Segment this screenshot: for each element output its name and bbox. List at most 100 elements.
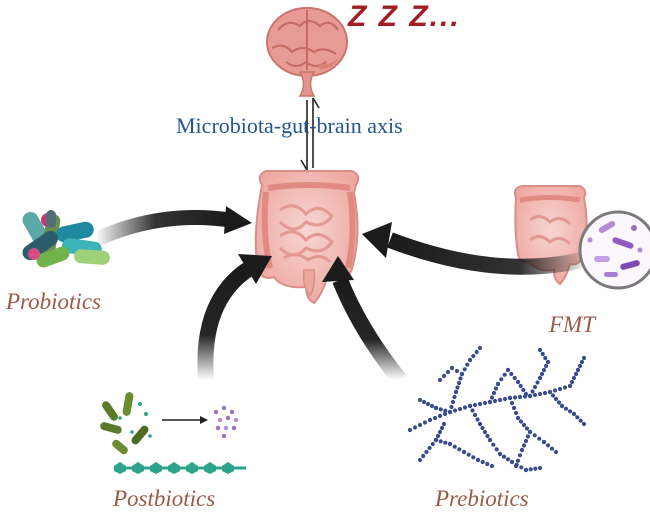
prebiotic-monomer-dot [471, 353, 476, 359]
prebiotic-monomer-dot [578, 418, 583, 423]
prebiotic-monomer-dot [552, 388, 558, 393]
prebiotic-monomer-dot [573, 371, 579, 377]
prebiotic-monomer-dot [487, 437, 493, 443]
prebiotic-monomer-dot [535, 380, 540, 385]
prebiotic-monomer-dot [482, 400, 488, 406]
prebiotic-monomer-dot [462, 405, 468, 410]
prebiotic-monomer-dot [452, 394, 457, 400]
prebiotic-monomer-dot [477, 421, 483, 427]
prebiotic-monomer-dot [429, 403, 435, 409]
prebiotic-monomer-dot [518, 383, 523, 389]
prebiotic-monomer-dot [505, 457, 511, 462]
prebiotic-monomer-dot [480, 459, 485, 465]
prebiotic-monomer-dot [521, 387, 526, 393]
postbiotics-arrow [197, 254, 272, 381]
prebiotic-monomer-dot [515, 415, 521, 421]
prebiotic-monomer-dot [549, 446, 555, 451]
prebiotic-monomer-dot [521, 443, 527, 448]
prebiotic-monomer-dot [501, 454, 507, 459]
prebiotic-monomer-dot [494, 447, 499, 452]
prebiotic-monomer-dot [505, 367, 511, 373]
prebiotic-monomer-dot [457, 406, 463, 412]
prebiotic-monomer-dot [491, 390, 497, 396]
prebiotic-monomer-dot [541, 439, 547, 445]
prebiotic-monomer-dot [571, 375, 577, 381]
axis-title: Microbiota-gut-brain axis [176, 113, 403, 138]
prebiotic-monomer-dot [532, 433, 537, 438]
prebiotic-monomer-dot [487, 399, 493, 405]
prebiotic-monomer-dot [482, 429, 488, 435]
prebiotic-monomer-dot [518, 419, 524, 424]
prebiotic-monomer-dot [502, 372, 507, 377]
prebiotic-monomer-dot [472, 402, 478, 408]
prebiotic-monomer-dot [542, 390, 548, 396]
prebiotic-monomer-dot [462, 367, 467, 372]
prebiotic-monomer-dot [509, 400, 515, 406]
prebiotic-monomer-dot [445, 369, 451, 375]
prebiotic-monomer-dot [441, 421, 447, 427]
prebiotic-monomer-dot [513, 410, 519, 416]
prebiotic-monomer-dot [449, 365, 455, 371]
prebiotic-monomer-dot [421, 453, 426, 459]
prebiotic-monomer-dot [492, 398, 498, 404]
prebiotic-monomer-dot [497, 451, 503, 457]
label-fmt: FMT [549, 312, 595, 337]
prebiotic-monomer-dot [537, 347, 543, 353]
prebiotics-polymer-icon [407, 345, 587, 473]
prebiotic-monomer-dot [532, 392, 538, 398]
prebiotic-monomer-dot [511, 405, 517, 411]
label-prebiotics: Prebiotics [435, 486, 529, 511]
prebiotic-monomer-dot [559, 403, 565, 409]
prebiotic-monomer-dot [540, 351, 545, 357]
prebiotic-monomer-dot [533, 466, 538, 471]
prebiotic-monomer-dot [447, 441, 453, 447]
prebiotic-monomer-dot [515, 458, 521, 463]
prebiotic-monomer-dot [517, 394, 523, 400]
prebiotic-monomer-dot [452, 444, 457, 449]
prebiotic-monomer-dot [530, 389, 535, 394]
prebiotic-monomer-dot [452, 408, 458, 413]
prebiotic-monomer-dot [553, 396, 559, 402]
brain-icon [266, 7, 348, 97]
prebiotic-monomer-dot [467, 357, 473, 363]
prebiotic-monomer-dot [433, 437, 439, 443]
prebiotic-monomer-dot [577, 363, 583, 369]
prebiotic-monomer-dot [417, 422, 423, 428]
prebiotic-monomer-dot [489, 463, 495, 469]
prebiotic-monomer-dot [567, 383, 573, 389]
prebiotic-monomer-dot [480, 425, 485, 431]
prebiotic-monomer-dot [437, 377, 443, 383]
prebiotic-monomer-dot [562, 385, 568, 390]
prebiotic-monomer-dot [512, 395, 518, 400]
bidirectional-arrows-icon [300, 97, 320, 171]
sleep-zzz-text: Z Z Z... [348, 0, 461, 33]
prebiotic-monomer-dot [475, 457, 481, 463]
prebiotic-monomer-dot [454, 368, 460, 374]
prebiotic-monomer-dot [422, 420, 428, 425]
prebiotic-monomer-dot [557, 386, 563, 392]
prebiotic-monomer-dot [477, 401, 483, 407]
prebiotic-monomer-dot [435, 433, 441, 439]
fmt-arrow [362, 222, 593, 275]
prebiotic-monomer-dot [553, 449, 559, 455]
prebiotics-arrow [322, 256, 407, 385]
prebiotic-monomer-dot [502, 396, 508, 402]
prebiotic-monomer-dot [521, 422, 527, 428]
probiotics-arrow [91, 206, 252, 247]
prebiotic-monomer-dot [417, 397, 423, 403]
prebiotic-monomer-dot [437, 429, 443, 435]
prebiotic-monomer-dot [412, 425, 418, 430]
prebiotic-monomer-dot [528, 467, 533, 472]
prebiotic-monomer-dot [450, 399, 456, 405]
prebiotic-monomer-dot [475, 417, 480, 422]
prebiotic-monomer-dot [427, 445, 432, 451]
prebiotic-monomer-dot [532, 384, 538, 390]
prebiotic-monomer-dot [567, 409, 573, 414]
prebiotic-monomer-dot [459, 371, 465, 377]
microbes-magnifier-icon [578, 210, 650, 290]
prebiotic-monomer-dot [443, 440, 448, 445]
prebiotic-monomer-dot [523, 438, 529, 444]
prebiotic-monomer-dot [523, 467, 529, 473]
prebiotic-monomer-dot [524, 426, 530, 431]
